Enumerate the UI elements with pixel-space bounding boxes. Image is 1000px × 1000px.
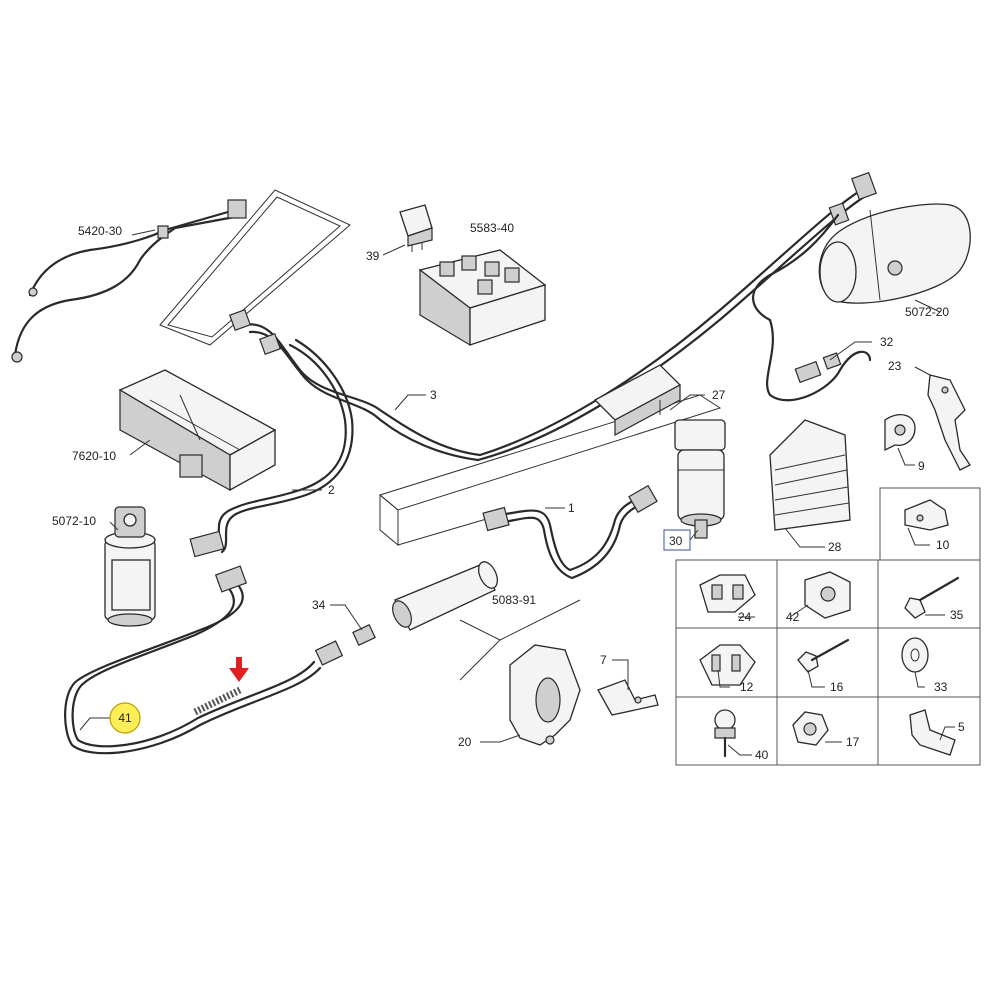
hose-line-3 [228,171,877,462]
callout-17[interactable]: 17 [846,735,860,749]
callout-9[interactable]: 9 [918,459,925,473]
callout-20[interactable]: 20 [458,735,472,749]
callout-10[interactable]: 10 [936,538,950,552]
washer-33 [901,637,929,673]
leader-lines [79,229,955,756]
relay-39 [399,204,433,252]
bracket-5 [909,709,956,756]
callout-32[interactable]: 32 [880,335,894,349]
clamp-10 [904,499,949,531]
callout-5[interactable]: 5 [958,720,965,734]
hose-line-1 [482,484,658,580]
callout-40[interactable]: 40 [755,748,769,762]
callout-23[interactable]: 23 [888,359,902,373]
callout-7620-10[interactable]: 7620-10 [72,449,116,463]
harness-5420-30 [11,189,351,363]
bolt-16 [797,638,850,673]
callout-labels: 5420-30 5583-40 39 5072-20 32 23 9 3 27 … [52,221,965,762]
parts-grid [675,487,981,766]
clip-9 [884,414,916,452]
callout-5583-40[interactable]: 5583-40 [470,221,514,235]
callout-41[interactable]: 41 [118,711,132,725]
callout-7[interactable]: 7 [600,653,607,667]
callout-41-highlight[interactable] [109,702,141,734]
callout-39[interactable]: 39 [366,249,380,263]
hose-line-2 [189,338,354,558]
hose-41 [64,565,344,755]
bracket-23 [927,374,971,471]
tray-7620-10 [118,369,277,492]
callout-5072-20[interactable]: 5072-20 [905,305,949,319]
callout-35[interactable]: 35 [950,608,964,622]
nut-17 [792,711,829,746]
red-arrow-icon [229,657,249,682]
callout-28[interactable]: 28 [828,540,842,554]
callout-5072-10[interactable]: 5072-10 [52,514,96,528]
bracket-7 [597,679,659,716]
callout-30[interactable]: 30 [669,534,683,548]
connector-32 [794,352,842,384]
bracket-27 [593,364,682,437]
callout-27[interactable]: 27 [712,388,726,402]
callout-34[interactable]: 34 [312,598,326,612]
callout-3[interactable]: 3 [430,388,437,402]
callout-42[interactable]: 42 [786,610,800,624]
callout-24[interactable]: 24 [738,610,752,624]
callout-33[interactable]: 33 [934,680,948,694]
filter-5072-10 [104,506,156,627]
callout-12[interactable]: 12 [740,680,754,694]
bracket-20 [509,644,581,746]
shield-28 [769,419,851,531]
block-42 [804,571,851,619]
callout-1[interactable]: 1 [568,501,575,515]
callout-5083-91[interactable]: 5083-91 [492,593,536,607]
pump-5083-91 [352,561,581,681]
clip-40 [714,709,736,758]
callout-30-box[interactable] [663,529,691,551]
frame-rail [378,394,722,547]
fuse-box-5583-40 [418,249,547,347]
callout-5420-30[interactable]: 5420-30 [78,224,122,238]
clip-12 [699,644,756,686]
bolt-35 [904,576,960,619]
tank-5072-20 [818,203,971,304]
callout-16[interactable]: 16 [830,680,844,694]
clamp-24 [699,574,756,613]
callout-2[interactable]: 2 [328,483,335,497]
separator-30 [674,419,726,539]
